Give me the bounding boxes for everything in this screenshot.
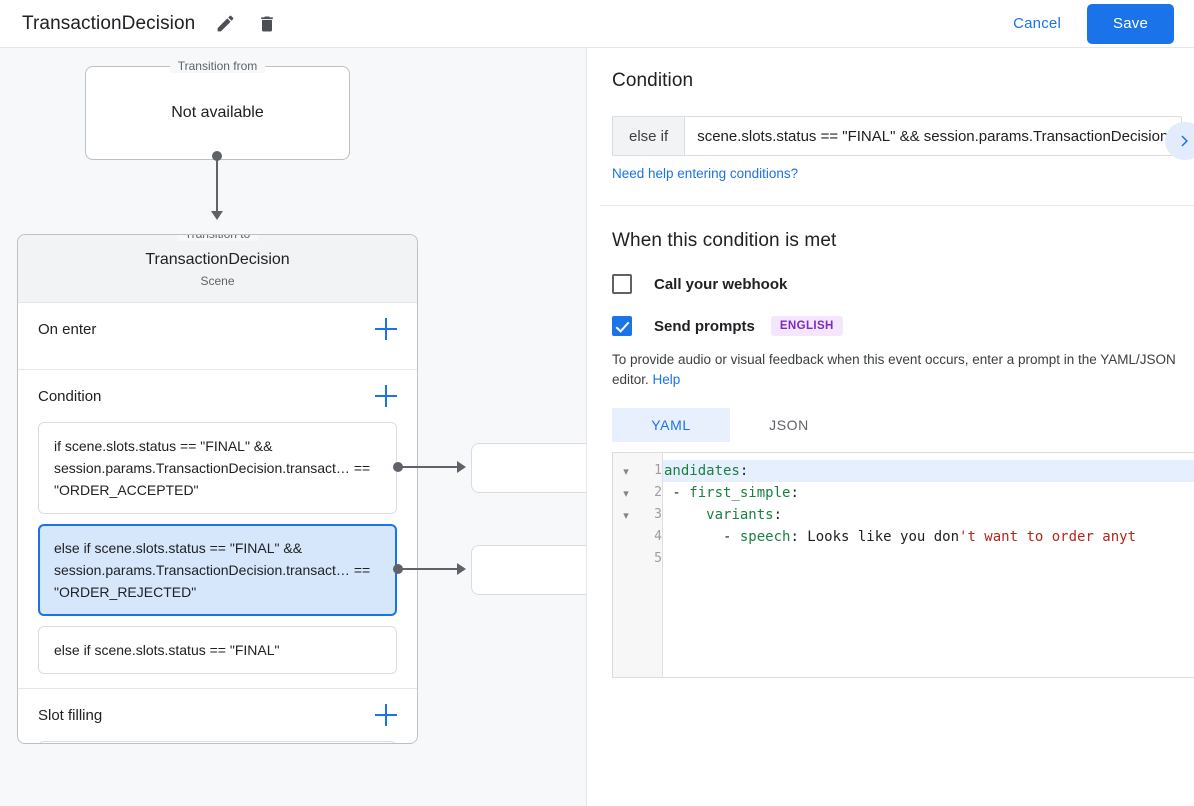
body-wrapper: Transition from Not available Transition… xyxy=(0,48,1194,806)
condition-0-target-node[interactable] xyxy=(471,443,586,493)
prompts-description-text: To provide audio or visual feedback when… xyxy=(612,352,1176,387)
section-condition: Condition if scene.slots.status == "FINA… xyxy=(18,370,417,689)
add-condition-button[interactable] xyxy=(375,385,397,407)
condition-help-link[interactable]: Need help entering conditions? xyxy=(612,166,799,181)
send-prompts-label: Send prompts xyxy=(654,317,755,335)
save-button[interactable]: Save xyxy=(1087,3,1174,44)
line-number-5: 5 xyxy=(654,551,662,566)
tab-yaml[interactable]: YAML xyxy=(612,408,730,442)
condition-1-edge-arrow xyxy=(457,563,466,575)
scene-name: TransactionDecision xyxy=(145,251,290,268)
slot-filling-item-0[interactable]: Slot validation xyxy=(38,741,397,743)
add-on-enter-button[interactable] xyxy=(375,318,397,340)
page-title: TransactionDecision xyxy=(22,12,196,34)
pencil-icon xyxy=(217,15,234,32)
code-token: 't want to order anyt xyxy=(959,529,1137,545)
condition-0-edge-line xyxy=(398,466,460,468)
yaml-editor[interactable]: ▾ ▾ ▾ 1 2 3 4 5 andidates: - first_simple: var… xyxy=(612,452,1194,678)
fold-toggle-2[interactable]: ▾ xyxy=(623,487,629,500)
section-header-on-enter: On enter xyxy=(38,303,397,355)
collapse-panel-button[interactable] xyxy=(1165,122,1194,160)
transition-to-node[interactable]: Transition to TransactionDecision Scene … xyxy=(17,234,418,744)
scene-header: TransactionDecision Scene xyxy=(18,235,417,303)
send-prompts-checkbox[interactable] xyxy=(612,316,632,336)
condition-0-edge-arrow xyxy=(457,461,466,473)
language-badge: ENGLISH xyxy=(770,316,843,336)
prompts-description: To provide audio or visual feedback when… xyxy=(612,350,1177,390)
condition-1-target-node[interactable] xyxy=(471,545,586,595)
section-header-slot-filling: Slot filling xyxy=(38,689,397,741)
code-line-3[interactable]: variants: xyxy=(663,504,1194,526)
code-token: first_simple xyxy=(689,485,791,501)
code-token xyxy=(664,507,706,523)
fold-spacer-4 xyxy=(613,526,639,548)
tab-json[interactable]: JSON xyxy=(769,417,809,433)
code-token: variants xyxy=(706,507,774,523)
edge-arrow-down xyxy=(211,211,223,220)
send-prompts-row[interactable]: Send prompts ENGLISH xyxy=(612,316,1194,336)
webhook-checkbox-row[interactable]: Call your webhook xyxy=(612,274,1194,294)
chevron-right-icon xyxy=(1181,135,1188,147)
condition-item-1[interactable]: else if scene.slots.status == "FINAL" &&… xyxy=(38,524,397,616)
cancel-button[interactable]: Cancel xyxy=(1001,7,1073,40)
code-token: : xyxy=(790,529,808,545)
panel-divider-1 xyxy=(600,205,1194,206)
edge-vertical-line xyxy=(216,156,218,213)
code-token: speech xyxy=(739,529,791,545)
prompts-help-link[interactable]: Help xyxy=(652,372,681,387)
code-token: : xyxy=(790,485,799,501)
line-number-1: 1 xyxy=(654,463,662,478)
editor-line-numbers: 1 2 3 4 5 xyxy=(639,453,663,677)
when-condition-met-title: When this condition is met xyxy=(612,230,837,251)
code-token: : xyxy=(773,507,783,523)
fold-spacer-5 xyxy=(613,548,639,570)
editor-fold-column: ▾ ▾ ▾ xyxy=(613,453,639,677)
section-on-enter: On enter xyxy=(18,303,417,370)
trash-icon xyxy=(261,16,274,31)
code-line-5[interactable] xyxy=(663,548,1194,570)
fold-toggle-3[interactable]: ▾ xyxy=(623,509,629,522)
section-slot-filling: Slot filling Slot validation xyxy=(18,689,417,743)
code-token: andidates xyxy=(664,463,740,479)
editor-format-tabs: YAML JSON xyxy=(612,408,1194,442)
editor-code-area[interactable]: andidates: - first_simple: variants: - s… xyxy=(663,453,1194,677)
section-title-slot-filling: Slot filling xyxy=(38,706,103,724)
code-token: : xyxy=(739,463,749,479)
section-title-condition: Condition xyxy=(38,387,102,405)
code-line-1[interactable]: andidates: xyxy=(663,460,1194,482)
line-number-4: 4 xyxy=(654,529,662,544)
condition-item-0[interactable]: if scene.slots.status == "FINAL" && sess… xyxy=(38,422,397,514)
line-number-3: 3 xyxy=(654,507,662,522)
fold-toggle-1[interactable]: ▾ xyxy=(623,465,629,478)
condition-expression-input[interactable] xyxy=(685,117,1181,155)
call-webhook-checkbox[interactable] xyxy=(612,274,632,294)
code-line-2[interactable]: - first_simple: xyxy=(663,482,1194,504)
transition-to-legend: Transition to xyxy=(176,235,259,241)
flow-canvas[interactable]: Transition from Not available Transition… xyxy=(0,48,587,806)
call-webhook-label: Call your webhook xyxy=(654,275,788,293)
transition-from-value: Not available xyxy=(171,104,264,121)
panel-title: Condition xyxy=(612,70,694,91)
code-line-4[interactable]: - speech: Looks like you don't want to o… xyxy=(663,526,1194,548)
condition-item-2[interactable]: else if scene.slots.status == "FINAL" xyxy=(38,626,397,674)
add-slot-filling-button[interactable] xyxy=(375,704,397,726)
condition-prefix-label: else if xyxy=(613,117,686,155)
scene-type: Scene xyxy=(200,274,235,288)
condition-1-edge-line xyxy=(398,568,460,570)
section-header-condition: Condition xyxy=(38,370,397,422)
edit-pencil-icon[interactable] xyxy=(213,12,237,36)
condition-detail-panel: Condition else if Need help entering con… xyxy=(600,48,1194,806)
code-token: Looks like you don xyxy=(807,529,960,545)
transition-from-legend: Transition from xyxy=(169,59,266,73)
code-token: - xyxy=(664,529,740,545)
line-number-2: 2 xyxy=(654,485,662,500)
transition-from-node[interactable]: Transition from Not available xyxy=(85,59,350,160)
code-token: - xyxy=(664,485,690,501)
section-title-on-enter: On enter xyxy=(38,320,97,338)
condition-input-row[interactable]: else if xyxy=(612,116,1182,156)
app-header: TransactionDecision Cancel Save xyxy=(0,0,1194,48)
delete-trash-icon[interactable] xyxy=(255,12,279,36)
